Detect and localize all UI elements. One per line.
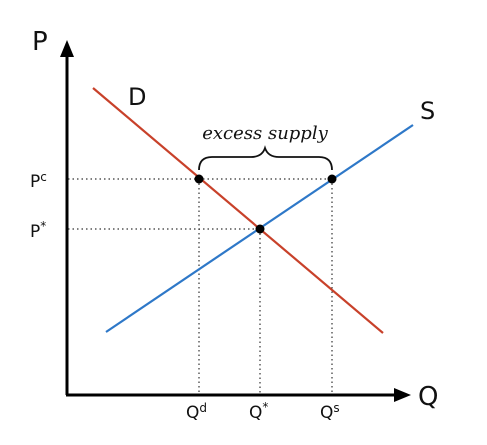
- x-axis-label: Q: [418, 382, 438, 412]
- supply-at-ceiling-point: [327, 174, 337, 184]
- excess-supply-label: excess supply: [202, 123, 328, 144]
- supply-label: S: [420, 97, 435, 125]
- excess-supply-brace: [198, 145, 333, 171]
- equilibrium-quantity-label: Q*: [249, 400, 268, 423]
- price-ceiling-label: Pc: [30, 170, 47, 192]
- demand-label: D: [128, 83, 146, 111]
- x-axis-arrowhead: [394, 388, 411, 402]
- quantity-supplied-label: Qs: [320, 401, 340, 423]
- demand-at-ceiling-point: [194, 174, 204, 184]
- y-axis-label: P: [32, 27, 48, 57]
- equilibrium-price-label: P*: [30, 219, 46, 242]
- quantity-demanded-label: Qd: [186, 401, 207, 423]
- y-axis-arrowhead: [60, 40, 74, 57]
- equilibrium-point: [255, 224, 265, 234]
- demand-curve: [92, 87, 384, 334]
